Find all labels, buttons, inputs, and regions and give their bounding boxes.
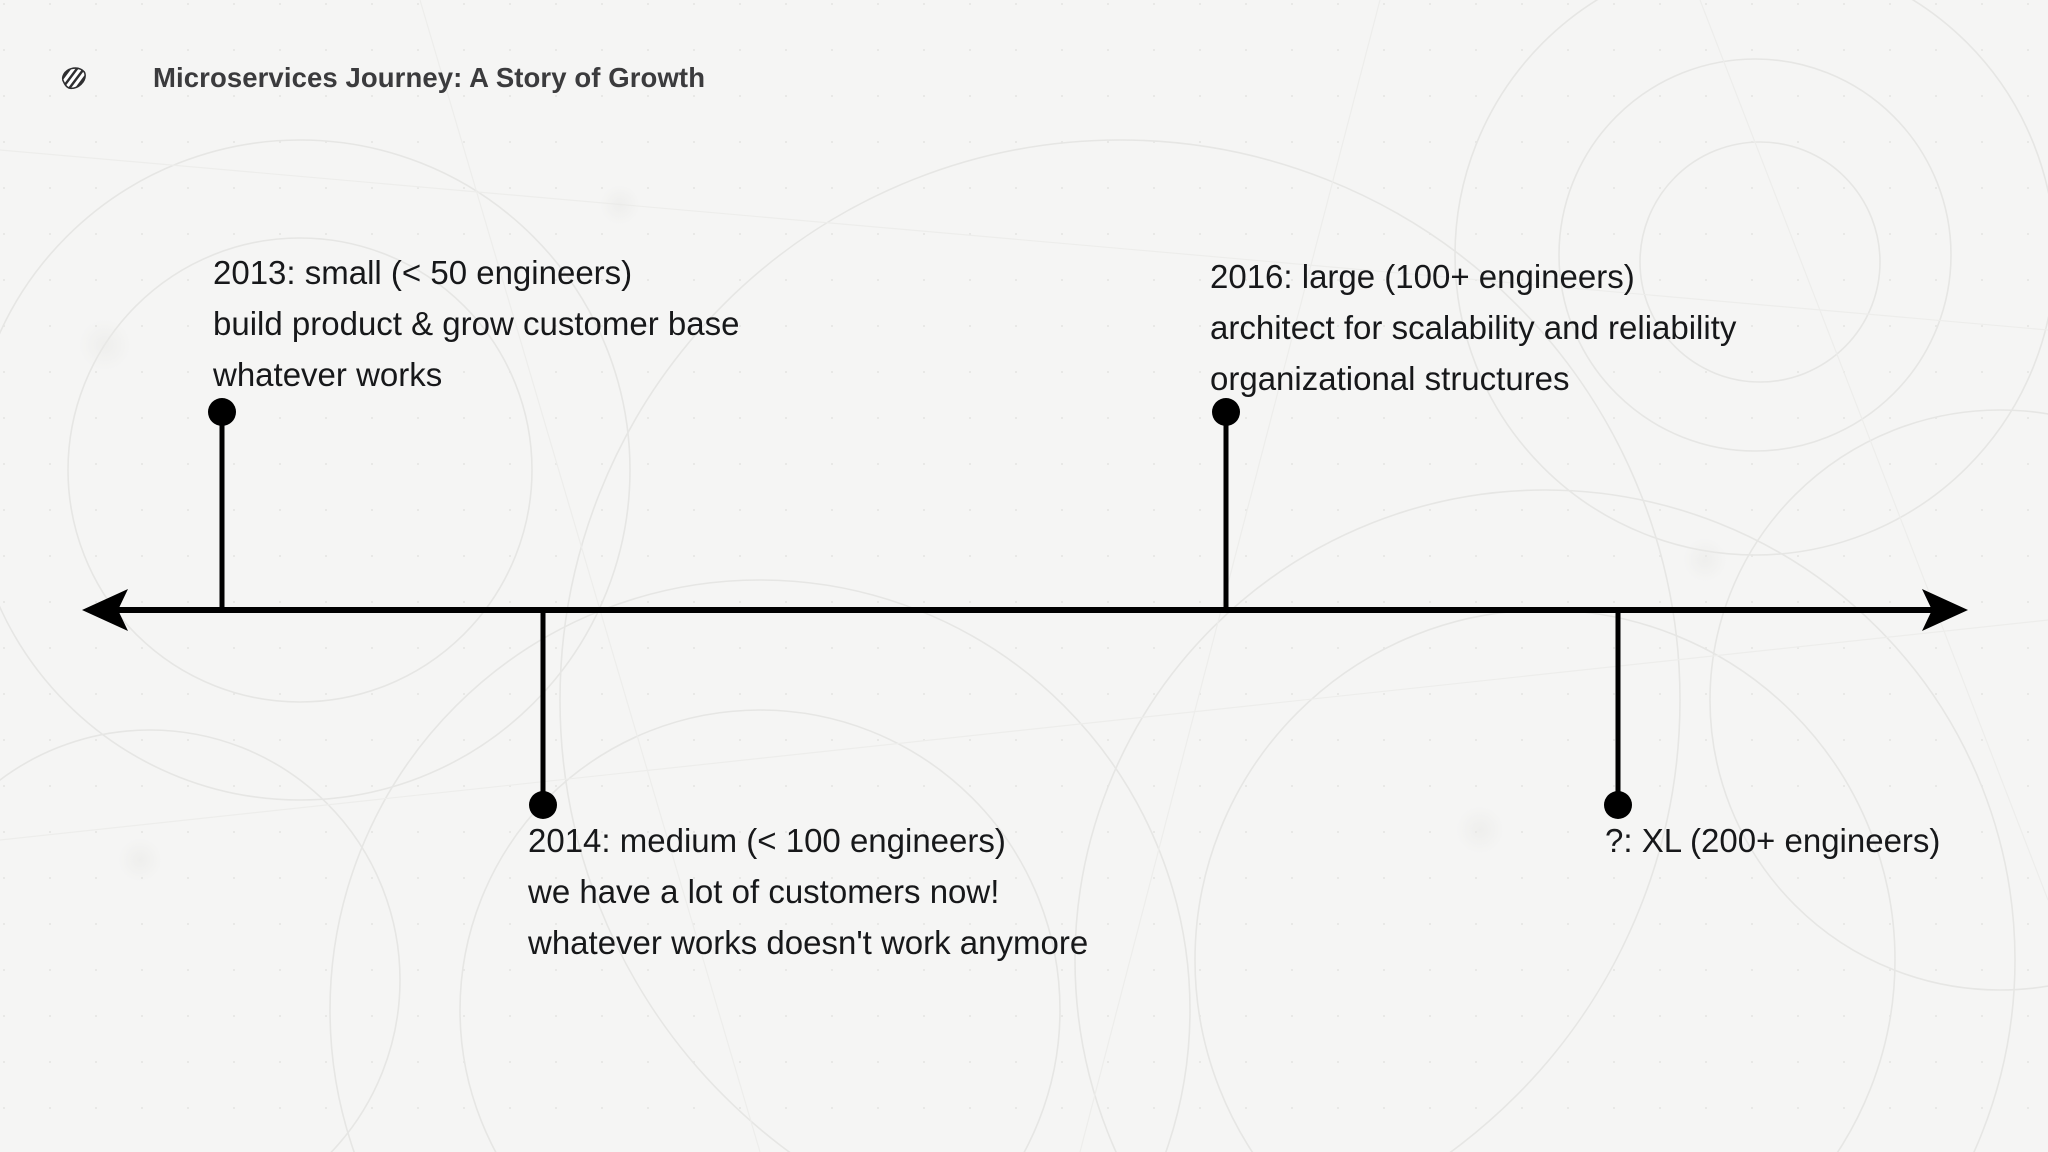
event-label-line: architect for scalability and reliabilit… [1210, 309, 1737, 346]
event-label-2016: 2016: large (100+ engineers) architect f… [1210, 251, 1736, 404]
header: Microservices Journey: A Story of Growth [58, 62, 705, 94]
timeline-marker-2014[interactable] [529, 608, 557, 819]
event-label-line: 2016: large (100+ engineers) [1210, 258, 1635, 295]
event-label-line: whatever works doesn't work anymore [528, 924, 1089, 961]
page-title: Microservices Journey: A Story of Growth [153, 62, 706, 93]
event-label-line: whatever works [213, 356, 443, 393]
event-label-2014: 2014: medium (< 100 engineers) we have a… [528, 815, 1088, 968]
event-label-line: 2013: small (< 50 engineers) [213, 254, 633, 291]
event-label-xl: ?: XL (200+ engineers) [1605, 815, 1940, 866]
event-label-line: build product & grow customer base [213, 305, 740, 342]
striped-blob-logo-icon [61, 67, 86, 90]
event-label-line: we have a lot of customers now! [528, 873, 1000, 910]
timeline-marker-xl[interactable] [1604, 608, 1632, 819]
timeline-marker-2013[interactable] [208, 398, 236, 612]
event-label-line: 2014: medium (< 100 engineers) [528, 822, 1006, 859]
event-label-line: ?: XL (200+ engineers) [1605, 822, 1941, 859]
event-label-line: organizational structures [1210, 360, 1570, 397]
event-label-2013: 2013: small (< 50 engineers) build produ… [213, 247, 739, 400]
timeline-marker-2016[interactable] [1212, 398, 1240, 612]
marker-dot[interactable] [208, 398, 236, 426]
